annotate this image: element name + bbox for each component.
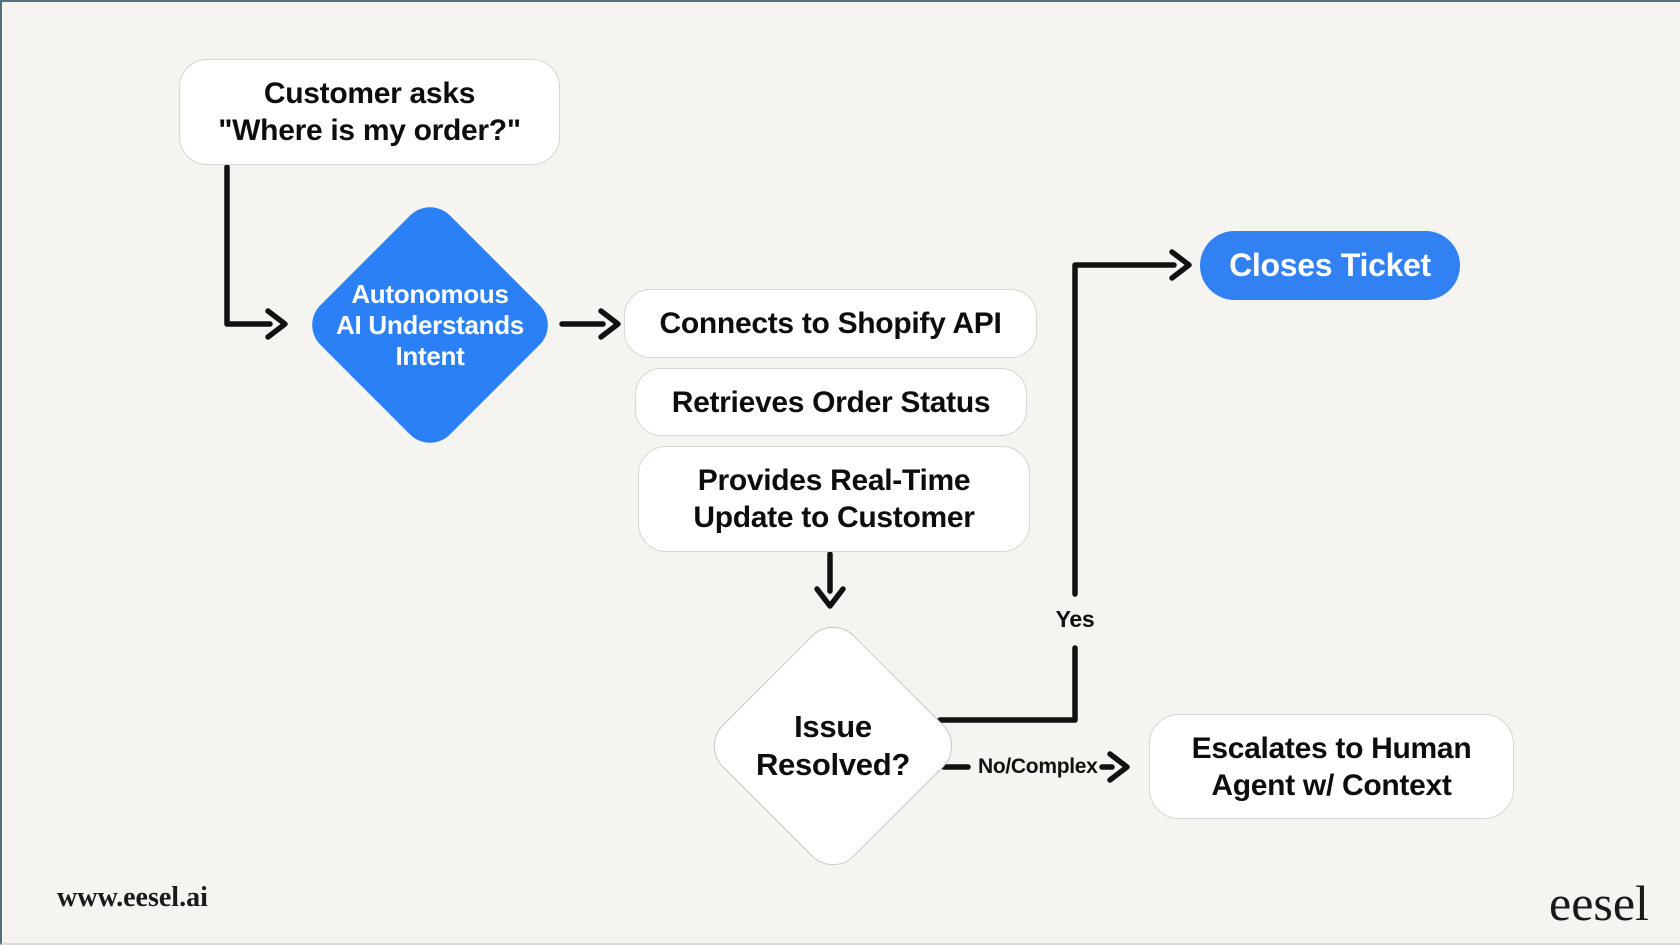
eesel-logo: eesel [1549,875,1649,931]
node-label-line: Customer asks [263,77,476,110]
node-label-line: Agent w/ Context [1211,768,1452,802]
node-issue-resolved: Issue Resolved? [701,614,965,878]
edge-start-to-ai-intent [224,164,288,340]
node-label-line: Issue [794,709,872,744]
arrowhead-right-icon [265,308,288,340]
node-label-line: Retrieves Order Status [671,385,991,419]
node-label-line: "Where is my order?" [218,114,521,147]
node-label-line: Autonomous [351,278,509,309]
node-label-line: Escalates to Human [1191,731,1472,765]
node-label: Issue Resolved? [756,708,910,784]
node-label-line: Update to Customer [693,501,975,534]
node-closes-ticket: Closes Ticket [1200,231,1460,300]
arrowhead-down-icon [814,586,846,609]
node-label-line: Closes Ticket [1229,247,1431,283]
edge-label-no-complex: No/Complex [978,755,1098,778]
arrowhead-right-icon [1169,249,1192,281]
footer-website-url: www.eesel.ai [57,882,208,913]
node-customer-asks: Customer asks "Where is my order?" [179,59,560,165]
node-retrieves-order-status: Retrieves Order Status [635,368,1027,436]
arrowhead-right-icon [598,308,621,340]
node-connects-shopify-api: Connects to Shopify API [624,289,1037,358]
node-label-line: Resolved? [755,747,911,782]
node-label-line: AI Understands [336,309,524,340]
edge-realtime-update-to-issue-resolved [814,551,846,609]
node-label: Autonomous AI Understands Intent [336,279,524,372]
node-escalate-human: Escalates to Human Agent w/ Context [1149,714,1514,819]
node-ai-understands-intent: Autonomous AI Understands Intent [300,195,560,455]
node-realtime-update: Provides Real-Time Update to Customer [638,446,1030,552]
arrowhead-right-icon [1107,751,1130,783]
node-label-line: Connects to Shopify API [659,307,1002,340]
node-label-line: Provides Real-Time [697,464,971,497]
edge-ai-intent-to-shopify-api [559,308,621,340]
edge-label-yes: Yes [1055,606,1095,632]
node-label-line: Intent [395,340,465,371]
